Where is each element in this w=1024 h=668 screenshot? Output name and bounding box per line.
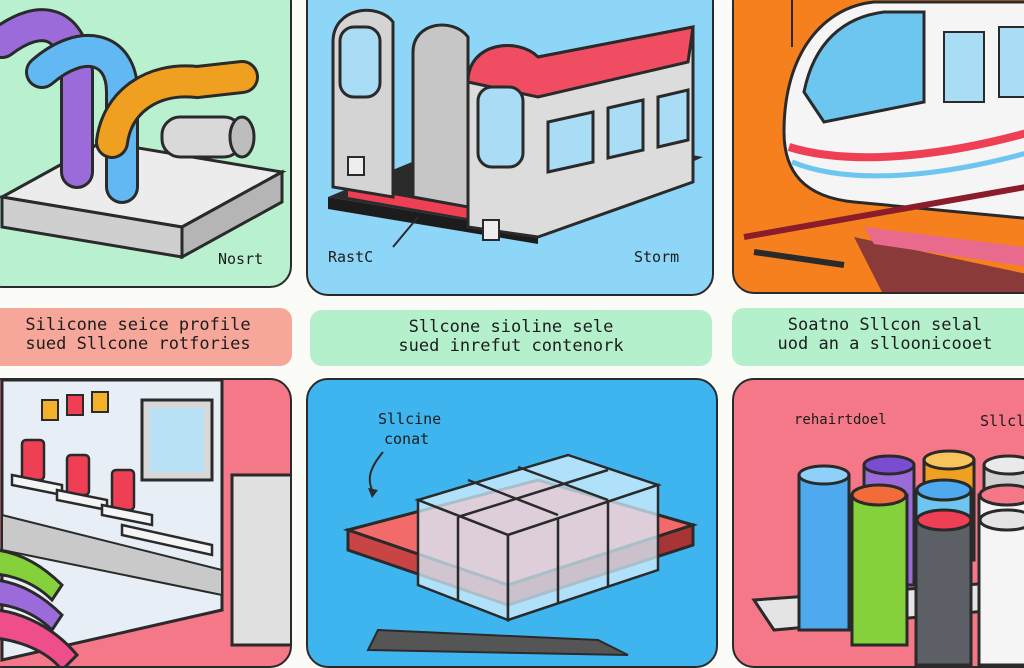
banner-left-line1: Silicone seice profile [25,315,251,335]
panel-top-left: Nosrt [0,0,292,288]
banner-right: Soatno Sllcon selal uod an a slloonicooe… [732,308,1024,366]
silicone-roll-set-illustration [751,449,1024,666]
banner-left: Silicone seice profile sued Sllcone rotf… [0,308,292,366]
silicone-tube-rack-illustration [0,8,287,260]
transparent-seal-block-illustration [342,451,699,656]
panel-bottom-middle-label-line1: Sllcine [378,410,442,428]
panel-bottom-middle-label-line2: conat [384,430,430,448]
high-speed-train-illustration [743,0,1024,292]
panel-top-left-label: Nosrt [218,250,264,268]
panel-top-middle: RastC Storm [306,0,714,296]
banner-middle-line2: sued inrefut contenork [398,336,624,356]
banner-middle: Sllcone sioline sele sued inrefut conten… [310,310,712,366]
panel-bottom-right-label-left: rehairtdoel [794,412,887,428]
banner-left-line2: sued Sllcone rotfories [25,334,251,354]
banner-right-line1: Soatno Sllcon selal [787,315,983,335]
panel-top-middle-label-right: Storm [634,248,680,266]
panel-bottom-right: rehairtdoel Sllcl [732,378,1024,668]
panel-bottom-middle: Sllcine conat [306,378,718,668]
panel-top-right [732,0,1024,294]
panel-bottom-left [0,378,292,668]
banner-middle-line1: Sllcone sioline sele [408,317,614,337]
metro-car-illustration [328,8,703,248]
panel-top-middle-label-left: RastC [328,248,374,266]
panel-bottom-right-label-right: Sllcl [980,412,1024,430]
banner-right-line2: uod an a slloonicooet [777,334,993,354]
train-interior-seats-illustration [0,380,290,666]
